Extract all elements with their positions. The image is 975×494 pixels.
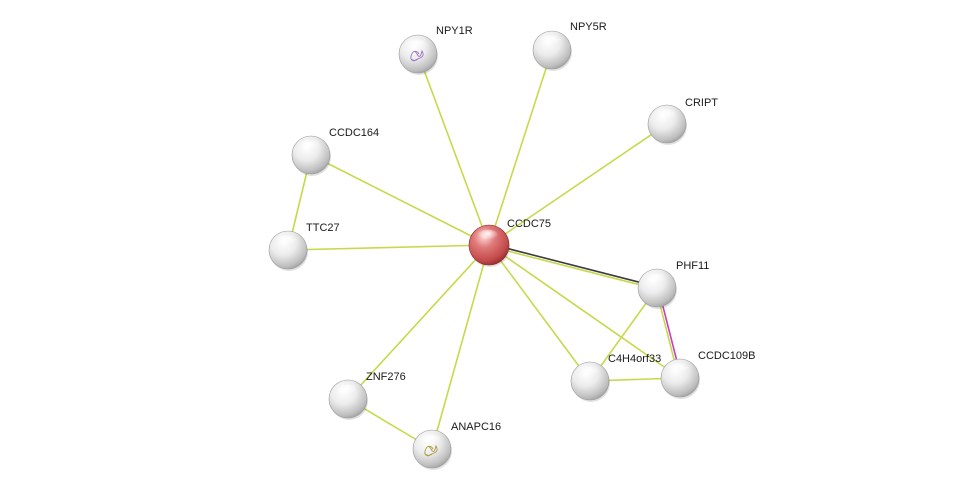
edge-ccdc75-npy5r-textmining[interactable] [488,49,553,246]
node-anapc16[interactable]: ANAPC16 [412,421,501,470]
node-highlight [668,363,690,376]
edge-ccdc75-ttc27-textmining[interactable] [287,244,490,251]
node-znf276[interactable]: ZNF276 [328,371,406,420]
node-highlight [420,434,442,447]
node-label-ccdc75: CCDC75 [507,218,551,230]
node-label-cript: CRIPT [685,97,718,109]
edge-ccdc75-ccdc164-textmining[interactable] [310,154,490,246]
node-cript[interactable]: CRIPT [647,97,718,145]
edge-ccdc75-phf11-textmining[interactable] [488,245,657,290]
node-label-ccdc109b: CCDC109B [698,350,755,362]
node-highlight [299,140,321,153]
edge-ccdc75-cript-textmining[interactable] [488,123,668,246]
edge-ccdc75-anapc16-textmining[interactable] [431,244,490,450]
node-label-ttc27: TTC27 [306,222,340,234]
node-highlight [645,273,667,286]
node-highlight [540,35,562,48]
node-ttc27[interactable]: TTC27 [268,222,340,271]
node-label-npy5r: NPY5R [570,21,607,33]
node-highlight [578,366,600,379]
node-label-c4h4orf33: C4H4orf33 [608,353,661,365]
node-ccdc109b[interactable]: CCDC109B [660,350,755,399]
node-highlight [406,39,428,52]
node-phf11[interactable]: PHF11 [637,260,709,309]
node-label-npy1r: NPY1R [436,25,473,37]
node-highlight [276,235,298,248]
node-ccdc164[interactable]: CCDC164 [291,127,379,176]
node-ccdc75[interactable]: CCDC75 [468,218,551,267]
edge-ccdc75-ccdc109b-textmining[interactable] [488,244,681,379]
node-highlight [477,229,499,243]
nodes-layer: CCDC75 NPY1R NPY5R CRIPT CCDC164TTC27PHF11C4… [268,21,755,470]
node-label-anapc16: ANAPC16 [451,421,501,433]
node-label-phf11: PHF11 [676,260,709,272]
node-c4h4orf33[interactable]: C4H4orf33 [570,353,661,402]
edge-ccdc75-phf11-coexpression[interactable] [489,243,658,288]
node-highlight [655,109,677,122]
edge-ccdc75-c4h4orf33-textmining[interactable] [488,244,591,382]
node-label-znf276: ZNF276 [366,371,406,383]
node-npy5r[interactable]: NPY5R [532,21,607,71]
node-label-ccdc164: CCDC164 [329,127,379,139]
node-highlight [336,384,358,397]
edge-ccdc75-npy1r-textmining[interactable] [417,53,490,246]
node-npy1r[interactable]: NPY1R [398,25,473,75]
edge-ccdc75-znf276-textmining[interactable] [347,244,490,400]
